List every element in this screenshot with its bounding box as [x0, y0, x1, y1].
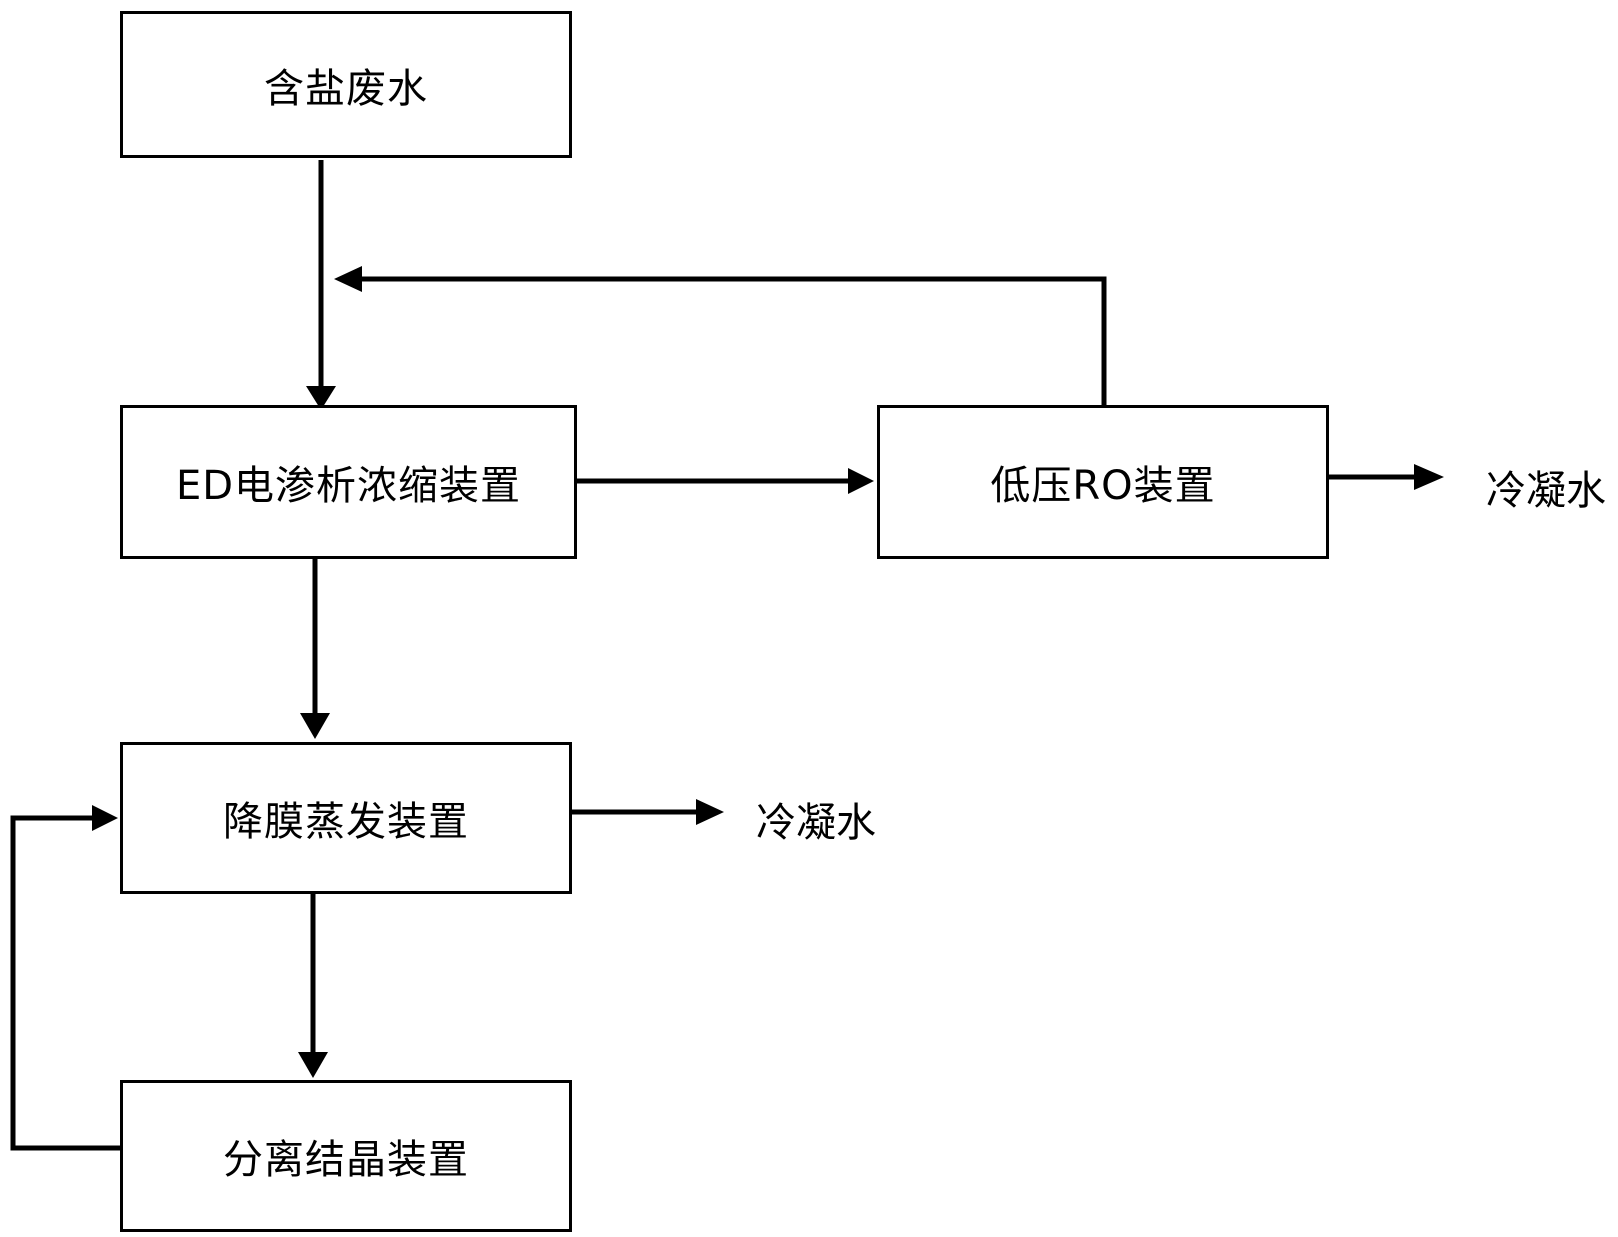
ro-label: 低压RO装置 — [990, 463, 1216, 509]
wastewater-box: 含盐废水 — [120, 11, 572, 158]
ed-label: ED电渗析浓缩装置 — [175, 463, 522, 509]
arrowhead-recycle-into-evaporator — [92, 805, 118, 831]
evaporator-condensate-label: 冷凝水 — [756, 800, 876, 846]
crystallizer-label: 分离结晶装置 — [223, 1137, 469, 1183]
ro-condensate-label: 冷凝水 — [1486, 468, 1606, 514]
arrowhead-into-ro — [848, 468, 874, 494]
edge-crystallizer-recycle-to-evaporator — [10, 815, 122, 1151]
arrowhead-into-evaporator — [300, 713, 330, 739]
falling-film-evaporator-box: 降膜蒸发装置 — [120, 742, 572, 894]
arrowhead-evaporator-condensate — [696, 799, 724, 825]
edge-ro-recycle-to-feed — [350, 276, 1107, 405]
arrowhead-recycle-into-feed — [334, 266, 362, 292]
low-pressure-ro-box: 低压RO装置 — [877, 405, 1329, 559]
arrowhead-into-crystallizer — [298, 1052, 328, 1078]
evaporator-label: 降膜蒸发装置 — [223, 799, 469, 845]
arrowhead-into-ed — [306, 386, 336, 410]
wastewater-label: 含盐废水 — [264, 65, 428, 112]
ed-electrodialysis-box: ED电渗析浓缩装置 — [120, 405, 577, 559]
crystallizer-box: 分离结晶装置 — [120, 1080, 572, 1232]
arrowhead-ro-condensate — [1414, 464, 1444, 490]
